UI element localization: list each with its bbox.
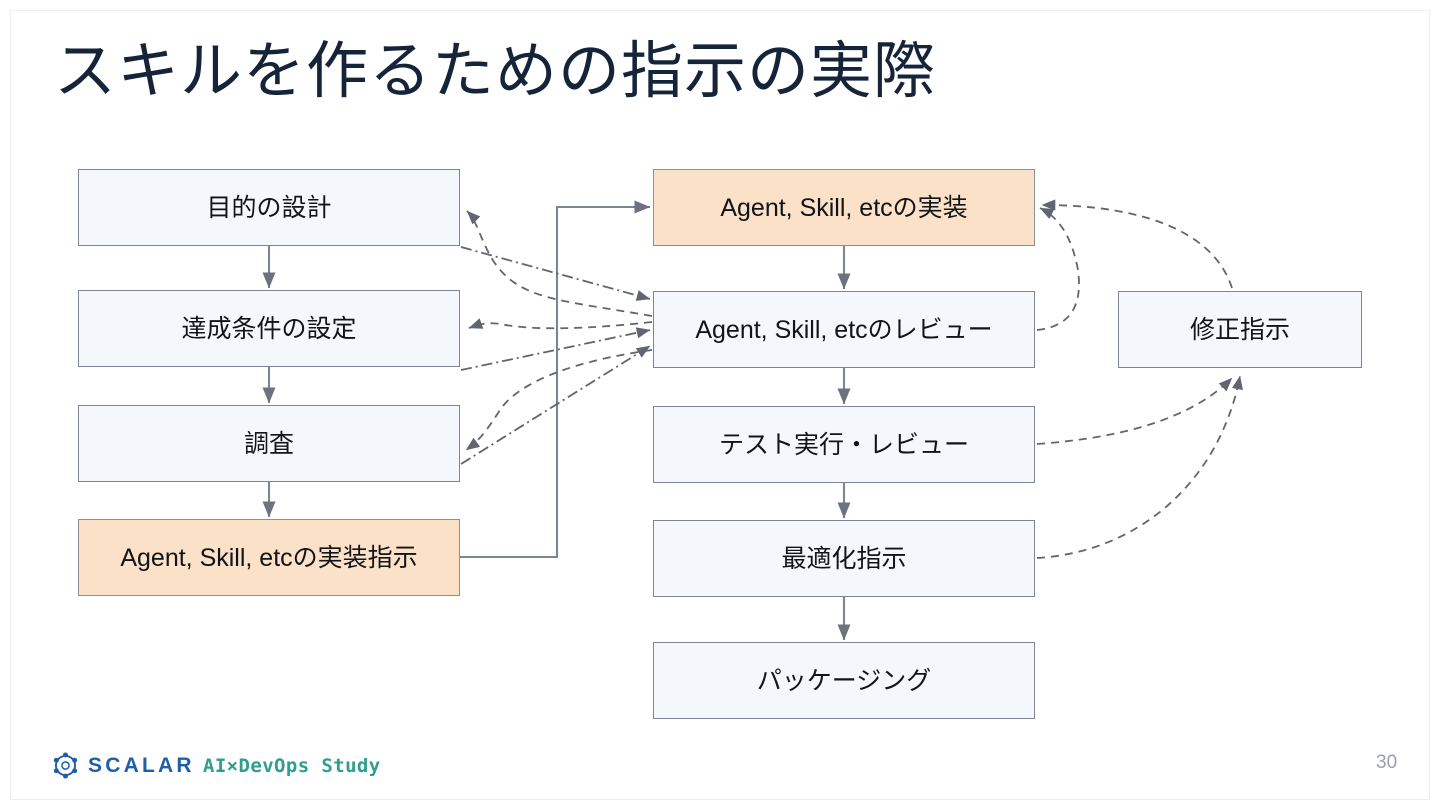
node-label: Agent, Skill, etcのレビュー (695, 315, 993, 344)
edge-testreview-to-fix (1036, 377, 1233, 445)
edge-review-to-criteria (468, 318, 653, 330)
node-implementation[interactable]: Agent, Skill, etcの実装 (653, 169, 1035, 246)
node-label: 調査 (243, 429, 294, 458)
node-review[interactable]: Agent, Skill, etcのレビュー (653, 291, 1035, 368)
node-impl-instruction[interactable]: Agent, Skill, etcの実装指示 (78, 519, 460, 596)
node-criteria-setup[interactable]: 達成条件の設定 (78, 290, 460, 367)
edge-review-to-implementation (1036, 207, 1080, 331)
edge-review-to-purpose (466, 210, 653, 317)
node-label: Agent, Skill, etcの実装指示 (120, 543, 418, 572)
node-research[interactable]: 調査 (78, 405, 460, 482)
node-packaging[interactable]: パッケージング (653, 642, 1035, 719)
page-number: 30 (1376, 752, 1398, 773)
node-label: Agent, Skill, etcの実装 (720, 193, 968, 222)
edge-fix-to-implementation (1041, 199, 1233, 289)
node-label: パッケージング (756, 666, 932, 695)
brand-wordmark: SCALAR (88, 753, 195, 777)
footer-brand: SCALAR (52, 752, 195, 779)
node-label: テスト実行・レビュー (718, 430, 969, 459)
node-label: 最適化指示 (781, 544, 907, 573)
node-purpose-design[interactable]: 目的の設計 (78, 169, 460, 246)
node-fix-instruction[interactable]: 修正指示 (1118, 291, 1362, 368)
footer-tagline: AI×DevOps Study (203, 755, 381, 777)
node-optimize[interactable]: 最適化指示 (653, 520, 1035, 597)
scalar-logo-icon (53, 752, 78, 779)
edge-optimize-to-fix (1036, 375, 1243, 559)
node-label: 修正指示 (1189, 315, 1290, 344)
node-label: 目的の設計 (206, 193, 332, 222)
page-title: スキルを作るための指示の実際 (54, 37, 937, 106)
edge-purpose-to-review (460, 246, 651, 301)
node-test-review[interactable]: テスト実行・レビュー (653, 406, 1035, 483)
edge-research-to-review (460, 345, 651, 465)
node-label: 達成条件の設定 (181, 314, 357, 343)
edge-implinstruction-to-implementation (460, 200, 651, 559)
edge-review-to-research (465, 349, 653, 451)
